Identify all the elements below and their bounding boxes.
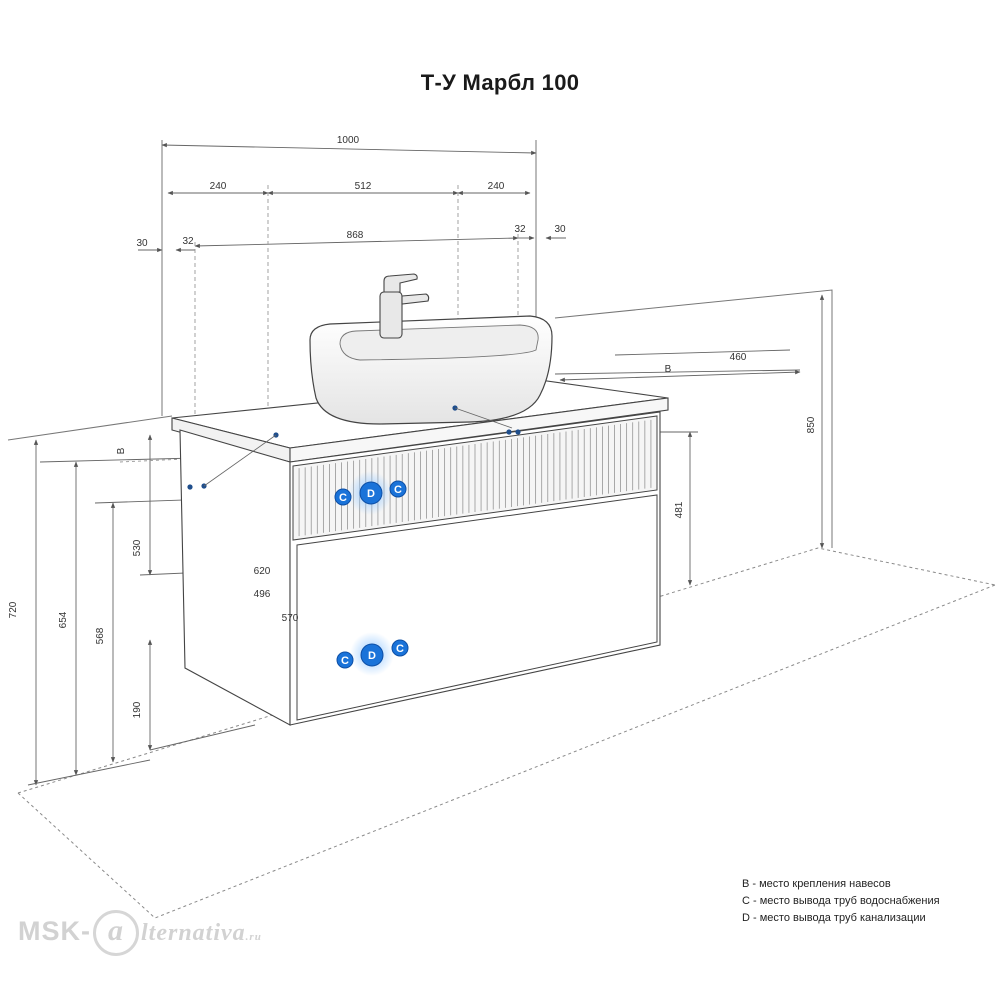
- water-pipe-marker: [391, 639, 409, 657]
- wall-outline: [7, 140, 833, 548]
- dim-right-inner: 32: [514, 224, 526, 235]
- pipe-markers-upper: C D C: [334, 471, 407, 515]
- dim-right-edge: 30: [554, 224, 566, 235]
- attachment-dot: [187, 484, 193, 490]
- dim-depth-496: 496: [254, 589, 271, 600]
- attachment-dot: [515, 429, 521, 435]
- dim-height-total: 850: [806, 416, 817, 433]
- pipe-markers-lower: C D C: [336, 632, 409, 676]
- dim-height-190: 190: [132, 701, 143, 718]
- dim-height-b: B: [116, 447, 127, 454]
- legend-item-d: D - место вывода труб канализации: [742, 912, 926, 924]
- dim-center-span: 512: [355, 181, 372, 192]
- marker-label-c: C: [396, 643, 404, 655]
- drawing-title: Т-У Марбл 100: [420, 70, 580, 95]
- right-vertical-dims: [660, 294, 825, 586]
- marker-label-c: C: [339, 492, 347, 504]
- dim-drawer-height: 481: [674, 501, 685, 518]
- water-pipe-marker: [336, 651, 354, 669]
- marker-label-d: D: [367, 488, 375, 500]
- water-pipe-marker: [389, 480, 407, 498]
- dim-inner-span: 868: [347, 230, 364, 241]
- faucet: [379, 273, 430, 339]
- drain-pipe-marker: [359, 481, 383, 505]
- legend-item-c: C - место вывода труб водоснабжения: [742, 895, 940, 907]
- watermark-tail: lternativa: [141, 920, 246, 947]
- dim-height-720: 720: [8, 601, 19, 618]
- top-dimension-lines: [138, 142, 566, 480]
- watermark-mark: a: [93, 910, 139, 956]
- dim-height-654: 654: [58, 611, 69, 628]
- dim-left-offset: 240: [210, 181, 227, 192]
- attachment-points: [187, 405, 521, 490]
- dimension-labels: 1000 240 512 240 30 32 868 32 30 460 B 8…: [8, 135, 817, 718]
- dim-total-width: 1000: [337, 135, 360, 146]
- dim-height-568: 568: [95, 627, 106, 644]
- depth-dimension: [554, 349, 801, 382]
- dim-height-530: 530: [132, 539, 143, 556]
- dim-left-edge: 30: [136, 238, 148, 249]
- dim-depth-570: 570: [282, 613, 299, 624]
- legend: B - место крепления навесов C - место вы…: [742, 876, 940, 927]
- dim-left-inner: 32: [182, 236, 194, 247]
- dim-depth-b: B: [665, 364, 672, 375]
- dim-right-offset: 240: [488, 181, 505, 192]
- dim-depth: 460: [730, 352, 747, 363]
- marker-label-c: C: [394, 484, 402, 496]
- water-pipe-marker: [334, 488, 352, 506]
- marker-label-c: C: [341, 655, 349, 667]
- watermark-tld: .ru: [245, 931, 262, 944]
- vessel-basin: [309, 315, 553, 425]
- dim-depth-620: 620: [254, 566, 271, 577]
- attachment-dot: [506, 429, 512, 435]
- drain-pipe-marker: [360, 643, 384, 667]
- watermark-prefix: MSK-: [18, 916, 91, 947]
- marker-label-d: D: [368, 650, 376, 662]
- legend-item-b: B - место крепления навесов: [742, 878, 891, 890]
